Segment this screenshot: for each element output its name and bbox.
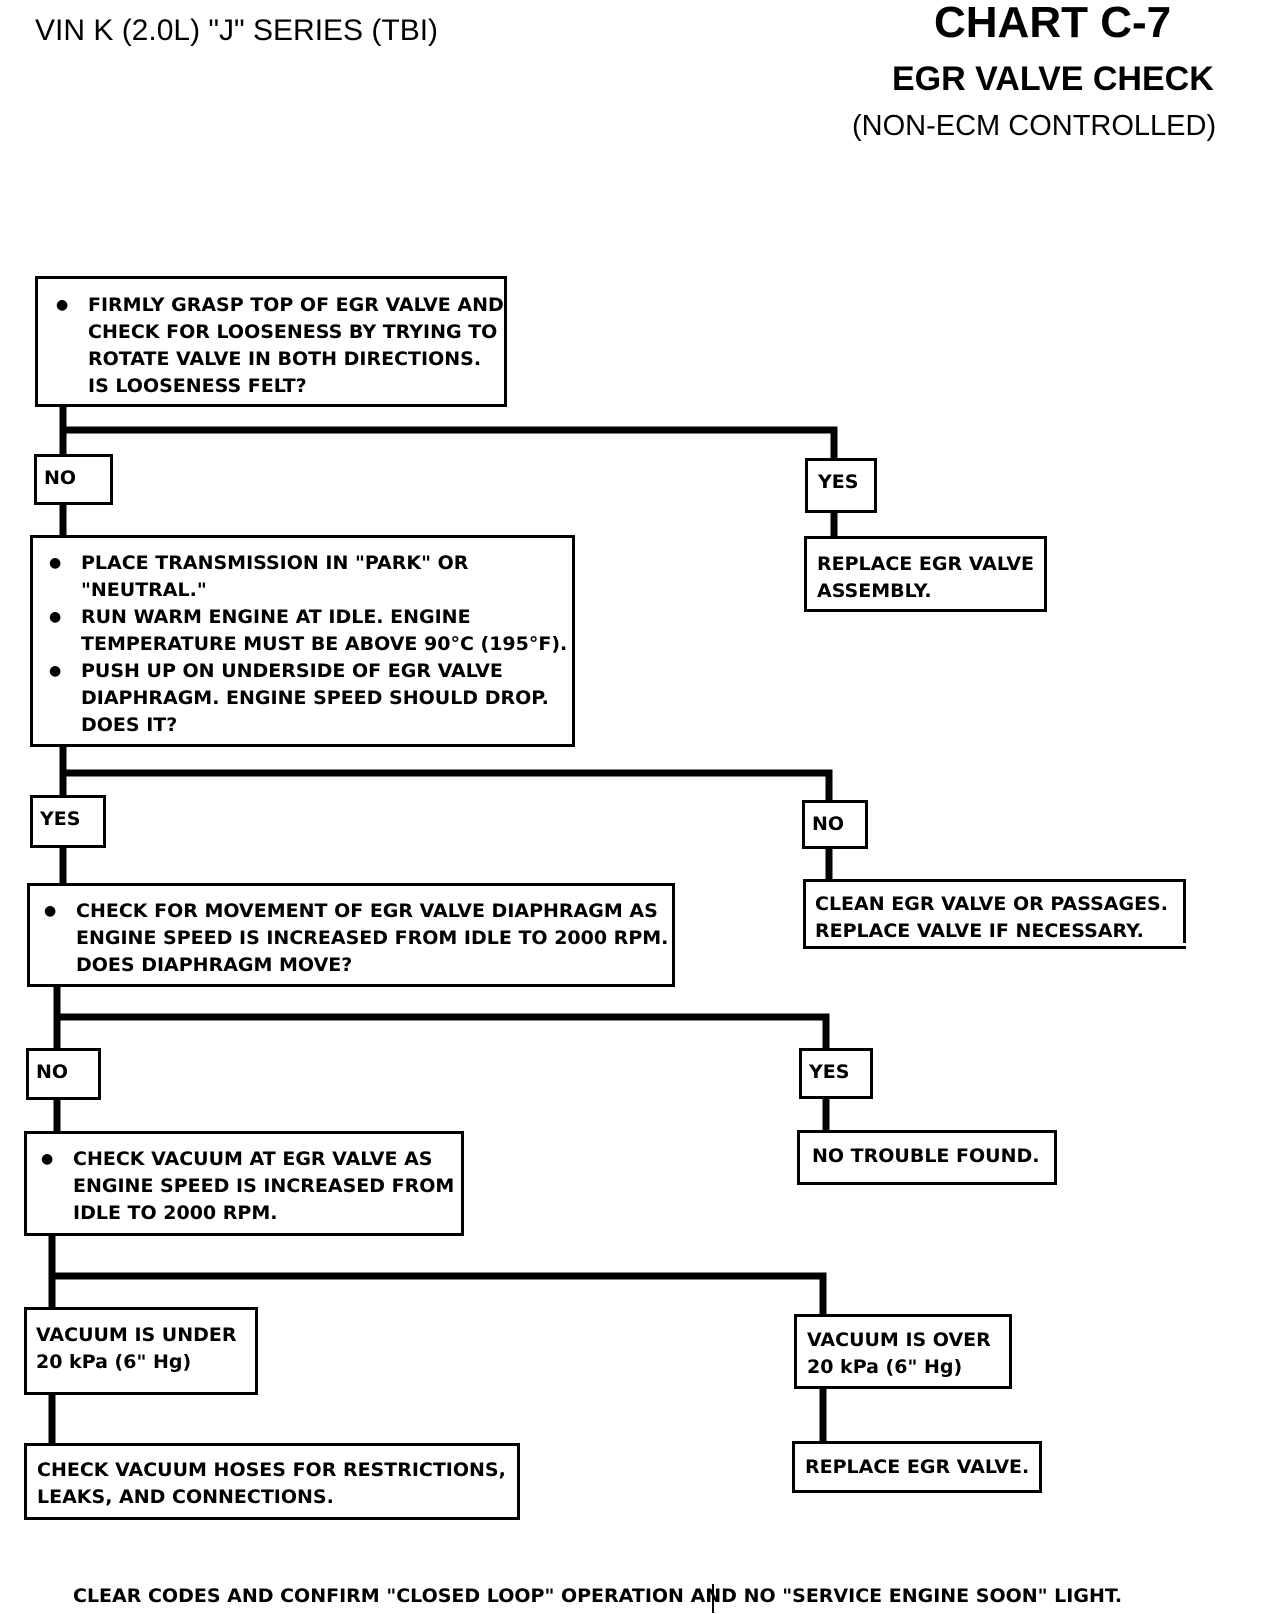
step3-line-2: ENGINE SPEED IS INCREASED FROM IDLE TO 2… (76, 927, 669, 949)
check-hoses-line-1: CHECK VACUUM HOSES FOR RESTRICTIONS, (37, 1459, 506, 1481)
replace-assembly-line-1: REPLACE EGR VALVE (817, 553, 1034, 575)
replace-valve-text: REPLACE EGR VALVE. (805, 1456, 1030, 1478)
step1-no-label: NO (34, 454, 113, 505)
chart-subtitle: (NON-ECM CONTROLLED) (852, 110, 1217, 142)
no-trouble-found-box: NO TROUBLE FOUND. (797, 1130, 1057, 1185)
replace-assembly-box: REPLACE EGR VALVE ASSEMBLY. (804, 536, 1047, 612)
replace-assembly-line-2: ASSEMBLY. (817, 580, 932, 602)
step2-b1-line-1: PLACE TRANSMISSION IN "PARK" OR (81, 552, 469, 574)
chart-number: CHART C-7 (934, 0, 1172, 47)
step1-bullet: FIRMLY GRASP TOP OF EGR VALVE AND CHECK … (48, 292, 504, 400)
step3-bullet: CHECK FOR MOVEMENT OF EGR VALVE DIAPHRAG… (36, 898, 668, 979)
chart-title: EGR VALVE CHECK (892, 60, 1214, 98)
clean-egr-box: CLEAN EGR VALVE OR PASSAGES. REPLACE VAL… (803, 879, 1186, 949)
step1-line-1: FIRMLY GRASP TOP OF EGR VALVE AND (88, 294, 504, 316)
step1-line-2: CHECK FOR LOOSENESS BY TRYING TO (88, 321, 498, 343)
step4-line-2: ENGINE SPEED IS INCREASED FROM (73, 1175, 455, 1197)
step3-line-1: CHECK FOR MOVEMENT OF EGR VALVE DIAPHRAG… (76, 900, 658, 922)
step2-b2-line-1: RUN WARM ENGINE AT IDLE. ENGINE (81, 606, 471, 628)
step2-b3-line-2: DIAPHRAGM. ENGINE SPEED SHOULD DROP. (81, 687, 549, 709)
step2-yes-label: YES (30, 795, 106, 848)
vac-over-line-2: 20 kPa (6" Hg) (807, 1356, 963, 1378)
footer-instruction: CLEAR CODES AND CONFIRM "CLOSED LOOP" OP… (73, 1585, 1123, 1607)
step4-line-1: CHECK VACUUM AT EGR VALVE AS (73, 1148, 433, 1170)
step4-bullet: CHECK VACUUM AT EGR VALVE AS ENGINE SPEE… (33, 1146, 457, 1227)
step2-box: PLACE TRANSMISSION IN "PARK" OR "NEUTRAL… (30, 535, 575, 747)
step1-yes-label: YES (805, 458, 877, 513)
step4-line-3: IDLE TO 2000 RPM. (73, 1202, 278, 1224)
clean-line-2: REPLACE VALVE IF NECESSARY. (815, 920, 1144, 942)
clean-box-right-edge (1183, 879, 1186, 943)
replace-egr-valve-box: REPLACE EGR VALVE. (792, 1441, 1042, 1493)
step2-b3-line-3: DOES IT? (81, 714, 178, 736)
vac-under-line-2: 20 kPa (6" Hg) (36, 1351, 192, 1373)
check-hoses-line-2: LEAKS, AND CONNECTIONS. (37, 1486, 334, 1508)
ntf-text: NO TROUBLE FOUND. (812, 1145, 1040, 1167)
step2-b2-line-2: TEMPERATURE MUST BE ABOVE 90°C (195°F). (81, 633, 568, 655)
vacuum-under-box: VACUUM IS UNDER 20 kPa (6" Hg) (24, 1307, 258, 1395)
vehicle-header: VIN K (2.0L) "J" SERIES (TBI) (35, 14, 439, 47)
step1-line-3: ROTATE VALVE IN BOTH DIRECTIONS. (88, 348, 482, 370)
vac-over-line-1: VACUUM IS OVER (807, 1329, 991, 1351)
step2-bullet-3: PUSH UP ON UNDERSIDE OF EGR VALVE DIAPHR… (41, 658, 568, 739)
step2-bullet-2: RUN WARM ENGINE AT IDLE. ENGINE TEMPERAT… (41, 604, 568, 658)
clean-line-1: CLEAN EGR VALVE OR PASSAGES. (815, 893, 1168, 915)
vac-under-line-1: VACUUM IS UNDER (36, 1324, 237, 1346)
step3-line-3: DOES DIAPHRAGM MOVE? (76, 954, 353, 976)
step2-bullet-1: PLACE TRANSMISSION IN "PARK" OR "NEUTRAL… (41, 550, 568, 604)
vacuum-over-box: VACUUM IS OVER 20 kPa (6" Hg) (794, 1314, 1012, 1389)
step3-no-label: NO (26, 1048, 101, 1100)
step3-yes-label: YES (799, 1048, 873, 1099)
step1-box: FIRMLY GRASP TOP OF EGR VALVE AND CHECK … (35, 276, 507, 407)
step4-box: CHECK VACUUM AT EGR VALVE AS ENGINE SPEE… (24, 1131, 464, 1236)
step2-b3-line-1: PUSH UP ON UNDERSIDE OF EGR VALVE (81, 660, 503, 682)
step2-b1-line-2: "NEUTRAL." (81, 579, 207, 601)
check-hoses-box: CHECK VACUUM HOSES FOR RESTRICTIONS, LEA… (24, 1443, 520, 1520)
step2-no-label: NO (802, 800, 868, 849)
step1-line-4: IS LOOSENESS FELT? (88, 375, 307, 397)
step3-box: CHECK FOR MOVEMENT OF EGR VALVE DIAPHRAG… (27, 883, 675, 987)
